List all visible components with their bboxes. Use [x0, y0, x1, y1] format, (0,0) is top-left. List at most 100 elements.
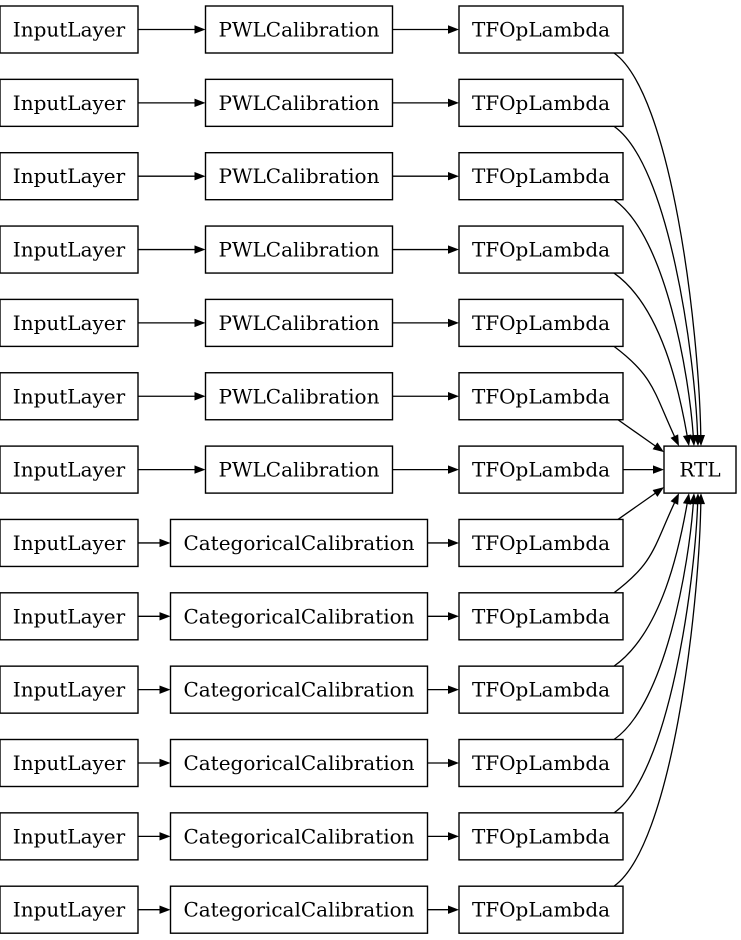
edge-input-to-calibration — [138, 318, 206, 328]
edge-lambda-to-rtl — [613, 493, 698, 741]
arrowhead — [682, 434, 692, 447]
arrowhead — [159, 832, 171, 841]
arrowhead — [194, 25, 206, 34]
pwl-calibration-node — [204, 372, 394, 421]
pwl-calibration-node — [204, 298, 394, 348]
input-layer-node — [0, 151, 139, 201]
edge-input-to-calibration — [138, 25, 206, 34]
arrowhead — [194, 392, 206, 401]
pwl-calibration-node — [204, 445, 394, 494]
edge-input-to-calibration — [138, 758, 171, 768]
input-layer-label: InputLayer — [13, 531, 126, 555]
edge-calibration-to-lambda — [427, 538, 459, 548]
tfop-lambda-label: TFOpLambda — [472, 91, 610, 115]
arrowhead — [448, 465, 459, 474]
arrowhead — [194, 245, 206, 254]
input-layer-node — [0, 592, 139, 641]
edge-lambda-to-rtl — [613, 199, 698, 447]
rtl-node — [663, 445, 737, 494]
edge-lambda-to-rtl — [613, 345, 679, 447]
input-layer-label: InputLayer — [13, 91, 126, 115]
arrowhead — [194, 172, 206, 181]
calibration-label: PWLCalibration — [219, 18, 380, 42]
edge-lambda-to-rtl — [617, 419, 664, 453]
edge-curve — [613, 125, 699, 437]
input-layer-node — [0, 298, 139, 348]
arrowhead — [448, 905, 459, 914]
tfop-lambda-node — [458, 5, 624, 54]
categorical-calibration-node — [169, 592, 429, 641]
edge-lambda-to-rtl — [617, 487, 664, 520]
tfop-lambda-label: TFOpLambda — [472, 751, 610, 775]
arrowhead — [652, 442, 664, 453]
input-layer-label: InputLayer — [13, 164, 126, 188]
input-layer-label: InputLayer — [13, 311, 126, 335]
categorical-calibration-node — [169, 885, 429, 934]
tfop-lambda-label: TFOpLambda — [472, 604, 610, 628]
calibration-label: PWLCalibration — [219, 91, 380, 115]
edge-calibration-to-lambda — [392, 465, 459, 474]
edge-calibration-to-lambda — [392, 98, 459, 108]
tfop-lambda-label: TFOpLambda — [472, 18, 610, 42]
tfop-lambda-label: TFOpLambda — [472, 311, 610, 335]
edge-curve — [613, 52, 702, 437]
pwl-calibration-node — [204, 5, 394, 54]
calibration-label: CategoricalCalibration — [183, 678, 414, 702]
edge-line — [617, 419, 657, 447]
edge-calibration-to-lambda — [427, 612, 459, 621]
arrowhead — [689, 434, 698, 447]
categorical-calibration-node — [169, 665, 429, 714]
categorical-calibration-node — [169, 738, 429, 788]
pwl-calibration-node — [204, 151, 394, 201]
edge-calibration-to-lambda — [427, 758, 459, 768]
tfop-lambda-node — [458, 665, 624, 714]
input-layer-node — [0, 372, 139, 421]
input-layer-label: InputLayer — [13, 458, 126, 482]
tfop-lambda-node — [458, 151, 624, 201]
arrowhead — [194, 318, 206, 328]
arrowhead — [159, 905, 171, 914]
arrowhead — [159, 758, 171, 768]
calibration-label: PWLCalibration — [219, 164, 380, 188]
categorical-calibration-node — [169, 812, 429, 861]
arrowhead — [670, 493, 679, 505]
edge-curve — [613, 503, 699, 814]
input-layer-label: InputLayer — [13, 678, 126, 702]
calibration-label: PWLCalibration — [219, 384, 380, 408]
edge-lambda-to-rtl — [623, 465, 664, 474]
arrowhead — [448, 172, 459, 181]
arrowhead — [653, 465, 664, 474]
edges-layer — [138, 25, 706, 914]
edge-calibration-to-lambda — [392, 392, 459, 401]
tfop-lambda-node — [458, 78, 624, 128]
edge-lambda-to-rtl — [613, 52, 706, 447]
edge-line — [617, 492, 657, 520]
arrowhead — [448, 25, 459, 34]
pwl-calibration-node — [204, 78, 394, 128]
calibration-label: PWLCalibration — [219, 458, 380, 482]
edge-input-to-calibration — [138, 392, 206, 401]
tfop-lambda-node — [458, 518, 624, 568]
edge-calibration-to-lambda — [427, 685, 459, 694]
arrowhead — [448, 758, 459, 768]
input-layer-node — [0, 225, 139, 274]
input-layer-node — [0, 665, 139, 714]
calibration-label: CategoricalCalibration — [183, 824, 414, 848]
edge-curve — [613, 503, 694, 741]
input-layer-node — [0, 885, 139, 934]
arrowhead — [159, 538, 171, 548]
arrowhead — [682, 493, 692, 505]
tfop-lambda-node — [458, 885, 624, 934]
arrowhead — [696, 493, 706, 505]
tfop-lambda-label: TFOpLambda — [472, 824, 610, 848]
edge-input-to-calibration — [138, 465, 206, 474]
arrowhead — [448, 612, 459, 621]
arrowhead — [448, 832, 459, 841]
edge-input-to-calibration — [138, 685, 171, 694]
pwl-calibration-node — [204, 225, 394, 274]
edge-lambda-to-rtl — [613, 272, 692, 447]
input-layer-label: InputLayer — [13, 898, 126, 922]
edge-curve — [613, 272, 688, 437]
calibration-label: PWLCalibration — [219, 238, 380, 262]
